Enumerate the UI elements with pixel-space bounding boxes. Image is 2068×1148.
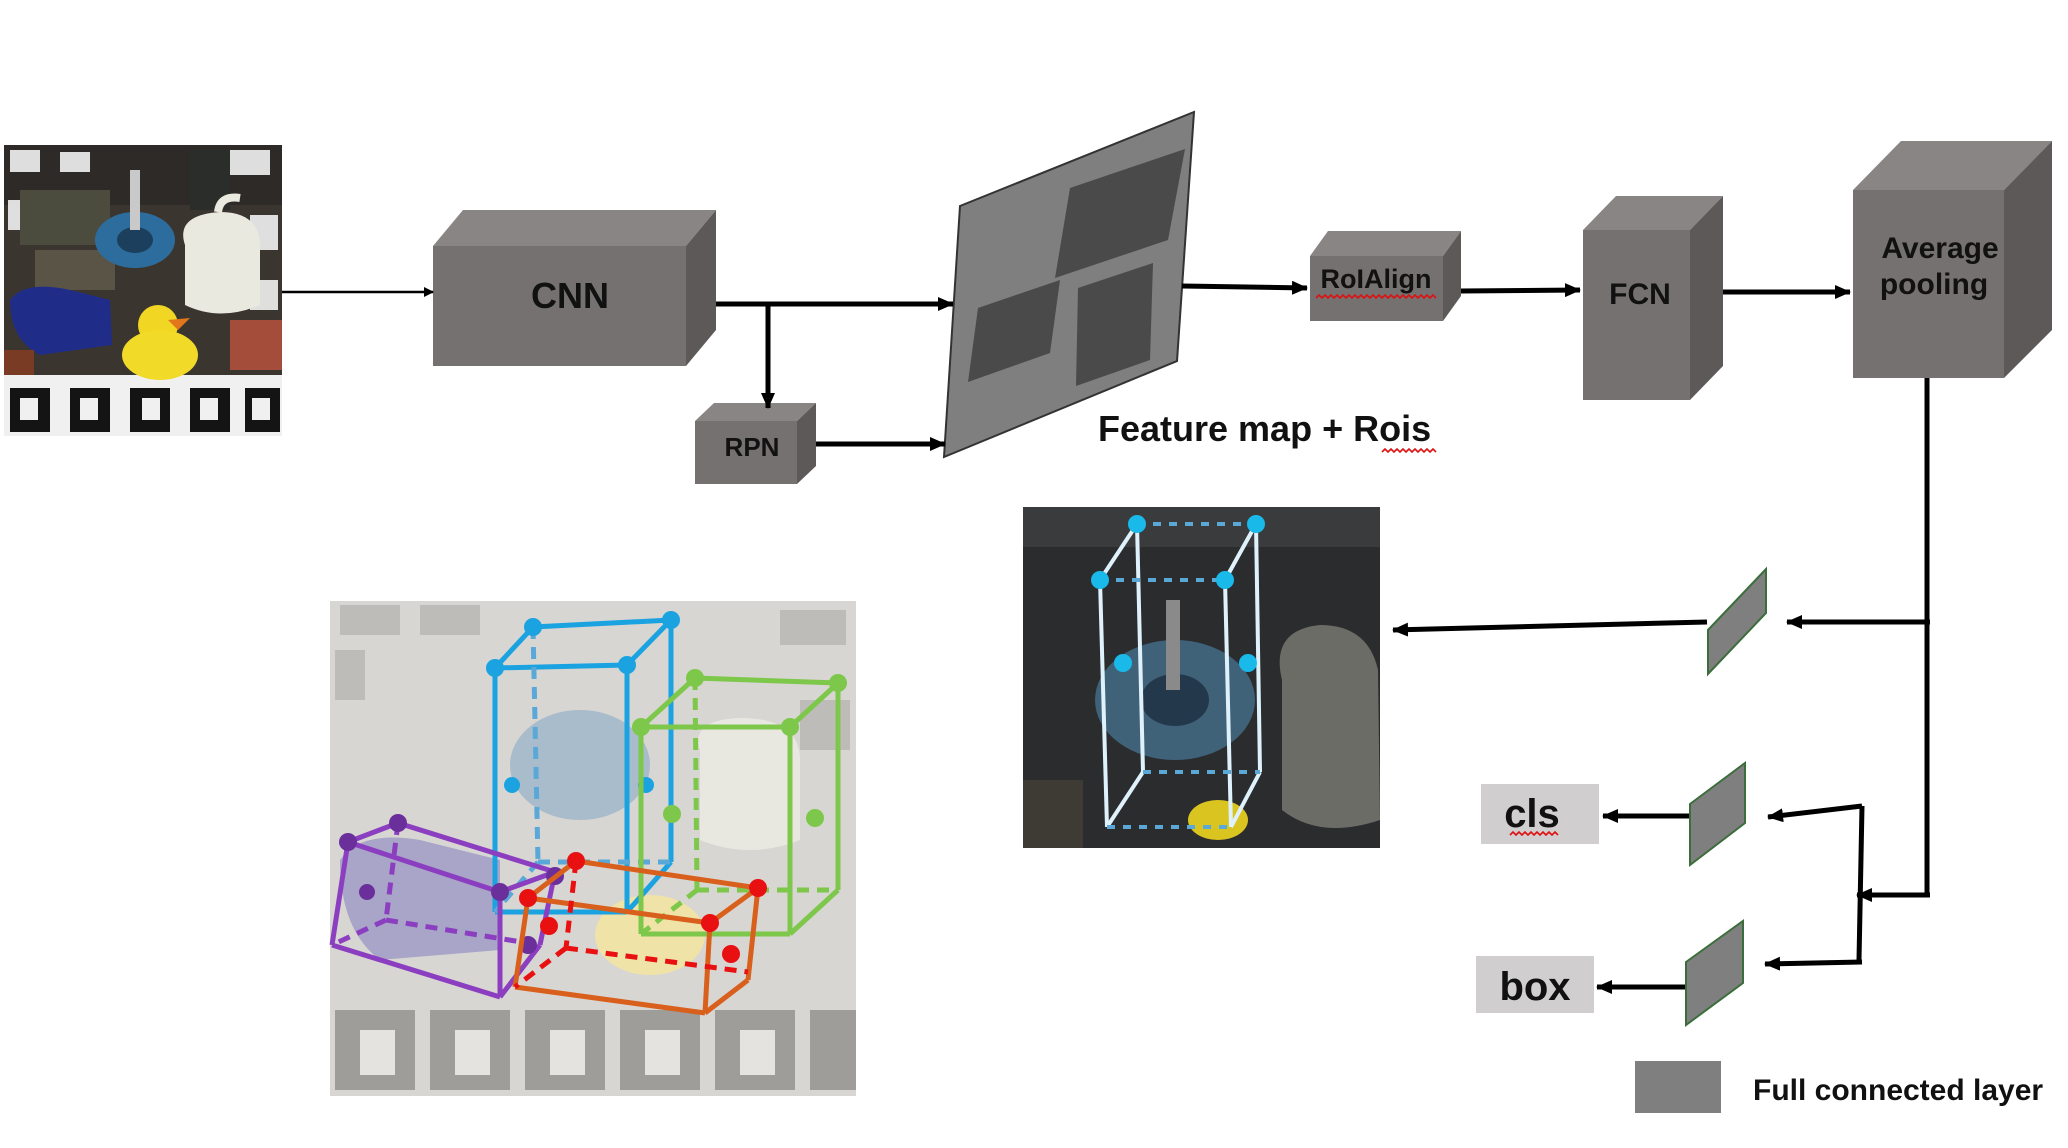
average-pooling-label-line2: pooling (1880, 268, 1988, 301)
feature-map-label: Feature map + Rois (1098, 408, 1431, 449)
arrow-roialign-to-fcn (1460, 283, 1581, 298)
box-label: box (1499, 965, 1570, 1009)
cls-label: cls (1504, 792, 1560, 836)
input-image (4, 145, 282, 436)
feature-map (942, 110, 1196, 459)
roi-region-2 (968, 280, 1060, 382)
single-object-result-image (1023, 507, 1380, 848)
arrow-feature-to-roialign (1181, 280, 1308, 295)
average-pooling-block: Average pooling (1853, 141, 2052, 378)
cnn-block: CNN (433, 210, 716, 366)
arrow-to-cls-fc (1767, 803, 1863, 823)
connector-avgpool-down (1862, 378, 1930, 898)
fc-layer-box (1685, 919, 1744, 1027)
roialign-block: RoIAlign (1310, 231, 1461, 321)
legend-label: Full connected layer (1753, 1074, 2043, 1107)
roi-region-1 (1055, 149, 1185, 278)
connector-fc-branch (1856, 805, 1865, 961)
arrow-top-fc-to-result (1392, 619, 1708, 637)
rpn-block: RPN (695, 403, 816, 484)
legend: Full connected layer (1635, 1061, 2043, 1113)
pipeline-arrows (282, 280, 1930, 994)
roialign-label: RoIAlign (1321, 264, 1432, 294)
cls-output: cls (1481, 784, 1599, 844)
spellcheck-underline-cls (1509, 830, 1559, 837)
fcn-label: FCN (1609, 278, 1671, 311)
box-output: box (1476, 956, 1594, 1013)
fcn-block: FCN (1583, 196, 1723, 400)
legend-swatch (1635, 1061, 1721, 1113)
cnn-label: CNN (531, 275, 609, 316)
fc-layer-top (1707, 566, 1767, 677)
spellcheck-underline-rois (1381, 447, 1437, 454)
fc-layer-cls (1689, 761, 1746, 868)
average-pooling-label-line1: Average (1881, 232, 1998, 265)
spellcheck-underline-roialign (1315, 293, 1437, 300)
arrow-to-box-fc (1764, 956, 1863, 971)
multi-object-result-image (329, 601, 856, 1096)
rpn-label: RPN (725, 432, 780, 462)
roi-region-3 (1076, 263, 1153, 386)
